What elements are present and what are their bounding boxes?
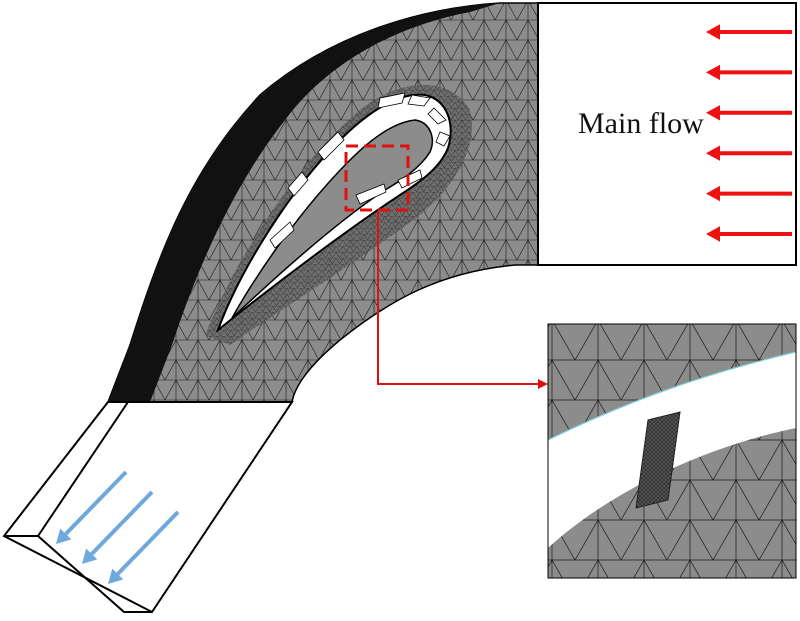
- inlet-arrow-icon: [706, 226, 792, 242]
- inlet-arrow-icon: [706, 64, 792, 81]
- outlet-flow-arrows: [56, 470, 180, 584]
- turbine-blade: [215, 92, 452, 334]
- boundary-layer-mesh-band: [108, 3, 500, 402]
- inlet-arrow-icon: [706, 145, 792, 161]
- inset-upper-wall-edge: [548, 351, 796, 441]
- main-flow-label: Main flow: [578, 107, 704, 140]
- outlet-arrow-icon: [56, 470, 128, 544]
- zoomed-mesh-inset: [547, 323, 797, 579]
- zoom-dashed-box: [344, 144, 410, 212]
- inset-film-hole: [635, 411, 681, 509]
- outlet-arrow-icon: [82, 490, 154, 564]
- zoom-leader-arrowhead: [538, 379, 548, 389]
- film-hole-segments: [269, 92, 451, 249]
- inlet-arrow-icon: [706, 24, 792, 40]
- outlet-box-edge-inner: [4, 401, 152, 613]
- zoom-leader-line: [377, 212, 540, 385]
- main-flow-inlet-region: Main flow: [537, 2, 797, 266]
- outlet-box-face: [2, 401, 294, 614]
- blade-cooling-cavity: [231, 119, 434, 319]
- zoom-indicator: [344, 144, 548, 389]
- inlet-arrow-icon: [706, 185, 792, 202]
- outlet-region: [2, 401, 294, 614]
- inset-lower-wall-region: [548, 428, 796, 578]
- main-flow-arrows: [706, 24, 792, 242]
- outlet-arrow-icon: [108, 510, 180, 584]
- inset-frame: [547, 323, 797, 579]
- inlet-arrow-icon: [706, 105, 792, 121]
- inset-upper-wall-region: [548, 324, 796, 440]
- inlet-box: [537, 2, 797, 266]
